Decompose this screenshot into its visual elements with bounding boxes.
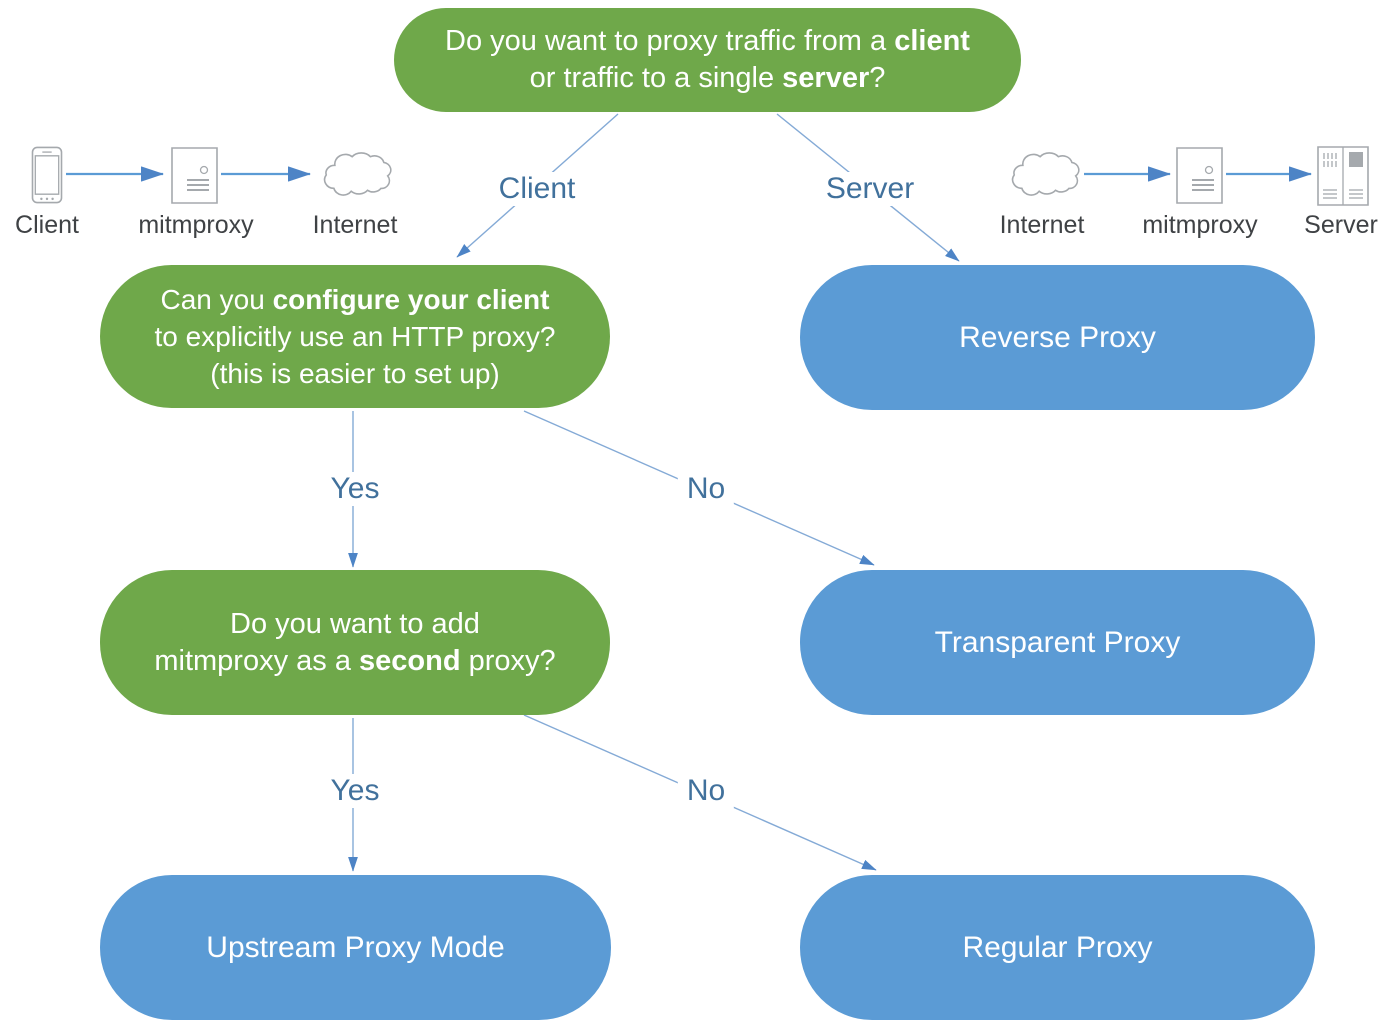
branch-label-yes: Yes (321, 774, 389, 808)
flow-label-internet: Internet (312, 211, 398, 239)
proxy-server-icon (1176, 147, 1223, 204)
text-segment: Do you want to add (230, 607, 480, 640)
client-question-text: Can you configure your client to explici… (155, 281, 556, 392)
text-segment: proxy? (460, 644, 556, 677)
upstream-proxy-mode-box: Upstream Proxy Mode (100, 875, 611, 1020)
flow-label-mitmproxy: mitmproxy (1142, 211, 1258, 239)
root-question-text: Do you want to proxy traffic from a clie… (445, 23, 970, 97)
flow-label-internet: Internet (999, 211, 1085, 239)
client-question-box: Can you configure your client to explici… (100, 265, 610, 408)
flow-label-server: Server (1304, 211, 1378, 239)
text-segment-bold: second (359, 644, 461, 677)
flow-label-client: Client (15, 211, 79, 239)
text-segment: Can you (160, 284, 273, 315)
branch-label-no: No (677, 472, 735, 506)
branch-label-server: Server (816, 172, 924, 206)
text-segment-bold: client (894, 25, 970, 57)
result-label: Regular Proxy (962, 930, 1153, 964)
text-segment: mitmproxy as a (154, 644, 360, 677)
branch-label-no: No (677, 774, 735, 808)
reverse-proxy-box: Reverse Proxy (800, 265, 1315, 410)
cloud-icon (1006, 149, 1082, 197)
text-segment-bold: configure your client (272, 284, 550, 315)
second-proxy-question-box: Do you want to add mitmproxy as a second… (100, 570, 610, 715)
phone-icon (31, 146, 63, 204)
text-segment: ? (869, 62, 886, 94)
result-label: Reverse Proxy (959, 320, 1156, 354)
text-segment: (this is easier to set up) (210, 358, 500, 389)
result-label: Transparent Proxy (934, 625, 1181, 659)
result-label: Upstream Proxy Mode (206, 930, 505, 964)
cloud-icon (318, 149, 394, 197)
transparent-proxy-box: Transparent Proxy (800, 570, 1315, 715)
text-segment: to explicitly use an HTTP proxy? (154, 321, 556, 352)
regular-proxy-box: Regular Proxy (800, 875, 1315, 1020)
text-segment: Do you want to proxy traffic from a (445, 25, 895, 57)
text-segment: or traffic to a single (529, 62, 783, 94)
branch-label-client: Client (489, 172, 585, 206)
proxy-server-icon (171, 147, 218, 204)
text-segment-bold: server (782, 62, 870, 94)
flow-label-mitmproxy: mitmproxy (138, 211, 254, 239)
branch-label-yes: Yes (321, 472, 389, 506)
root-question-box: Do you want to proxy traffic from a clie… (394, 8, 1021, 112)
second-proxy-question-text: Do you want to add mitmproxy as a second… (154, 606, 555, 680)
server-rack-icon (1317, 146, 1369, 206)
